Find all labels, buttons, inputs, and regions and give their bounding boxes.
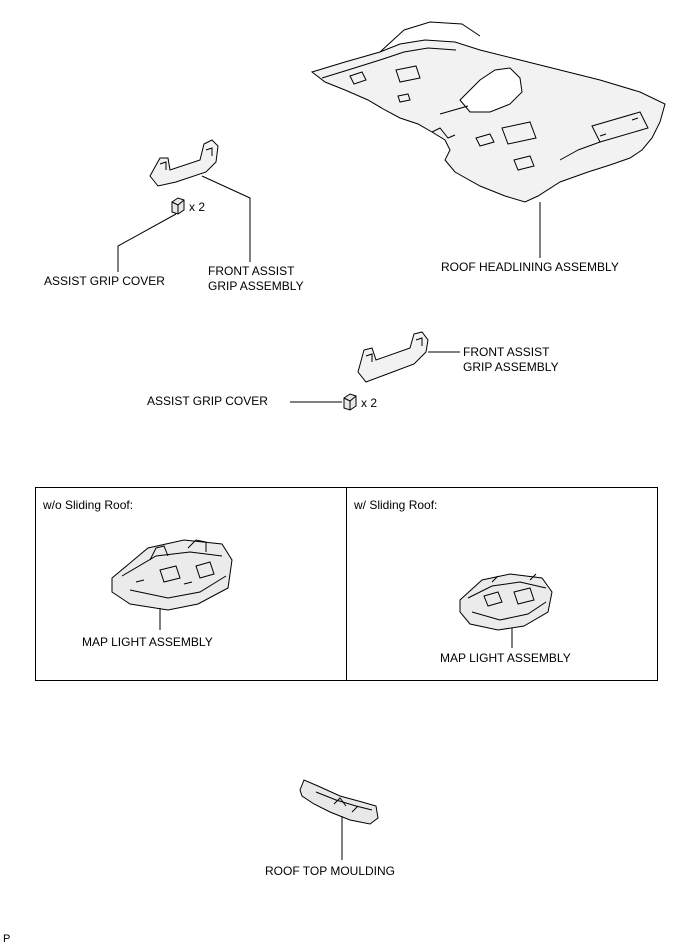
map-light-1-illustration	[111, 539, 233, 611]
assist-grip-cover-1-illustration	[171, 197, 185, 215]
panel-without-sliding-roof-title: w/o Sliding Roof:	[43, 498, 134, 512]
roof-headlining-label: ROOF HEADLINING ASSEMBLY	[441, 260, 619, 274]
front-assist-grip-1-illustration	[149, 139, 219, 187]
front-assist-grip-1-label: FRONT ASSIST GRIP ASSEMBLY	[208, 264, 304, 293]
front-assist-grip-2-illustration	[357, 331, 429, 383]
roof-top-moulding-label: ROOF TOP MOULDING	[265, 864, 396, 878]
map-light-2-illustration	[459, 573, 553, 631]
front-assist-grip-1-leader	[201, 175, 251, 262]
roof-top-moulding-illustration	[299, 779, 379, 825]
map-light-2-label: MAP LIGHT ASSEMBLY	[440, 651, 571, 665]
assist-grip-cover-1-qty: x 2	[189, 200, 206, 214]
assist-grip-cover-2-illustration	[343, 393, 357, 411]
figure-code: P	[3, 933, 11, 945]
map-light-1-label: MAP LIGHT ASSEMBLY	[82, 635, 213, 649]
assist-grip-cover-1-leader	[117, 213, 177, 272]
front-assist-grip-2-label: FRONT ASSIST GRIP ASSEMBLY	[463, 345, 559, 374]
panel-with-sliding-roof: w/ Sliding Roof: MAP LIGHT ASSEMBLY	[346, 487, 658, 681]
assist-grip-cover-2-qty: x 2	[361, 396, 378, 410]
assist-grip-cover-2-label: ASSIST GRIP COVER	[147, 394, 268, 408]
panel-without-sliding-roof: w/o Sliding Roof: MAP LIGHT ASSEMBLY	[35, 487, 347, 681]
panel-with-sliding-roof-title: w/ Sliding Roof:	[354, 498, 438, 512]
assist-grip-cover-1-label: ASSIST GRIP COVER	[44, 274, 165, 288]
roof-headlining-illustration	[310, 21, 666, 203]
